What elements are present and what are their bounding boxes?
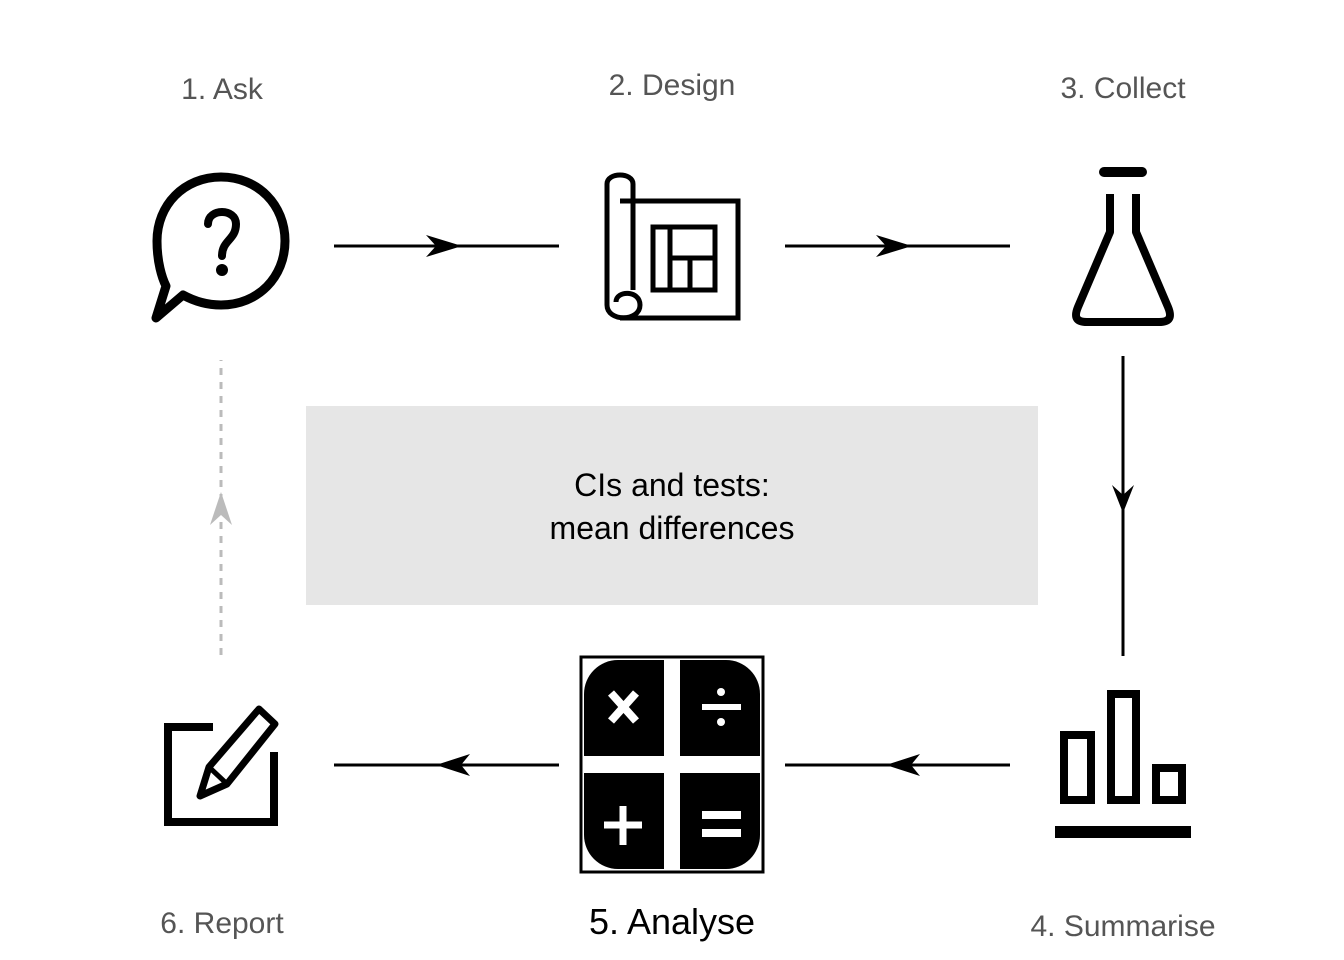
blueprint-icon [604,172,741,321]
bar-chart-icon [1055,690,1191,838]
step-label-analyse: 5. Analyse [589,901,755,942]
arrow-design-to-collect [785,235,1010,257]
step-label-report: 6. Report [160,907,284,940]
question-bubble-icon [151,172,290,323]
arrow-ask-to-design [334,235,559,257]
step-label-collect: 3. Collect [1060,72,1186,105]
flask-icon [1072,167,1174,326]
center-topic-line2: mean differences [550,510,795,546]
arrow-analyse-to-report [334,754,559,776]
step-label-summarise: 4. Summarise [1030,910,1215,943]
dashed-arrow-report-to-ask [210,360,232,655]
edit-icon [164,705,279,826]
arrow-collect-to-summarise [1112,356,1134,656]
center-topic-line1: CIs and tests: [574,467,770,503]
calculator-icon [579,655,765,874]
step-label-design: 2. Design [609,69,736,102]
center-topic-box: CIs and tests: mean differences [306,406,1038,605]
arrow-summarise-to-analyse [785,754,1010,776]
step-label-ask: 1. Ask [181,73,264,106]
